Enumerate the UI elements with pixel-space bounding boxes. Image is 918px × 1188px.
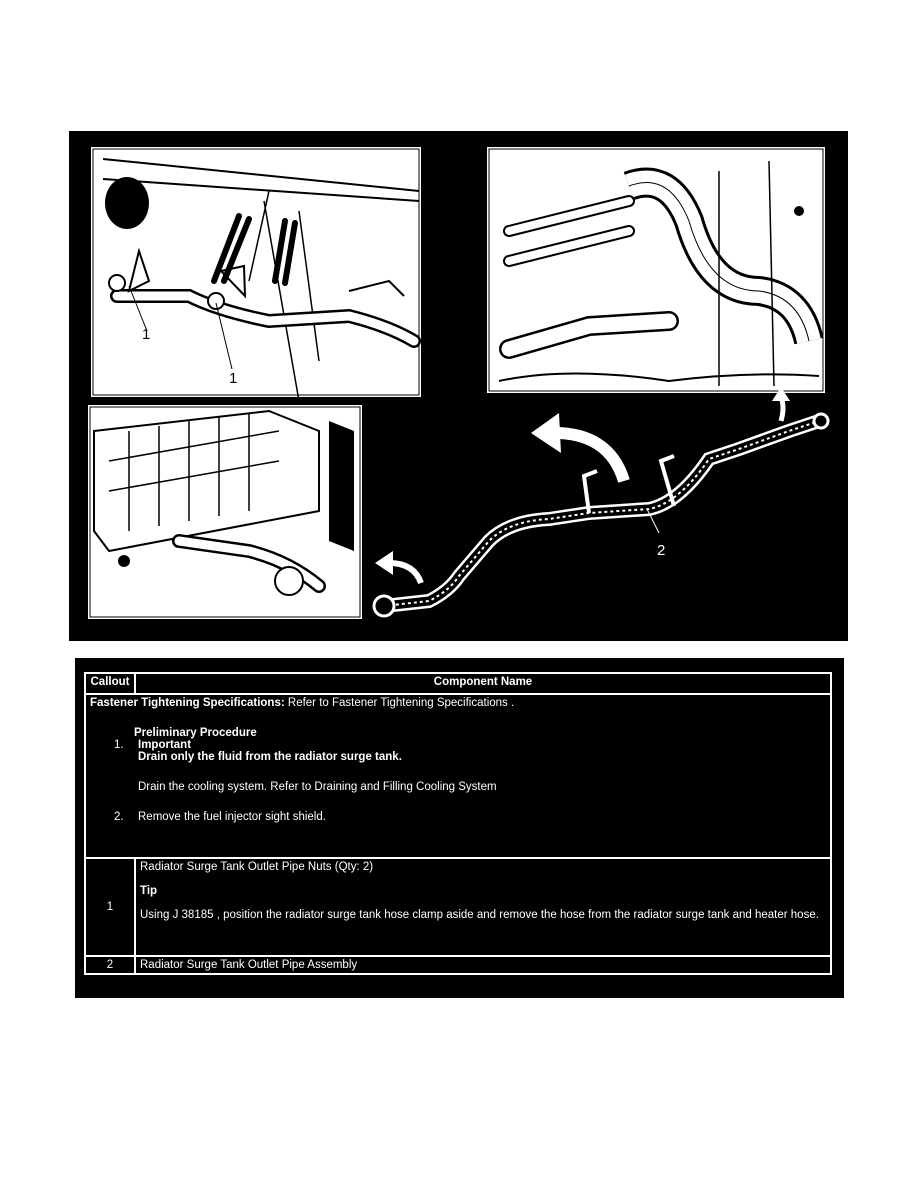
fastener-text: Refer to Fastener Tightening Specificati… (287, 697, 515, 709)
procedure-cell: Fastener Tightening Specifications: Refe… (84, 693, 832, 859)
step1-text: Drain the cooling system. Refer to Drain… (138, 781, 497, 793)
illustration-svg: 1 1 (86, 145, 830, 621)
inset-outlet-pipe-nuts: 1 1 (89, 145, 423, 402)
inset-surge-tank (86, 403, 364, 621)
step1-important: Important (138, 739, 192, 751)
table-header-row: Callout Component Name (84, 672, 832, 695)
direction-arrows (375, 387, 790, 585)
row1-tip-text: Using J 38185 , position the radiator su… (140, 909, 819, 921)
callout-2: 2 (657, 542, 665, 559)
row2-callout: 2 (84, 955, 136, 975)
outlet-pipe-assembly: 2 (372, 412, 830, 618)
row1-cell: Radiator Surge Tank Outlet Pipe Nuts (Qt… (134, 857, 832, 957)
row1-callout: 1 (84, 857, 136, 957)
step1-number: 1. (114, 739, 124, 751)
preliminary-title: Preliminary Procedure (134, 727, 257, 739)
callout-1b: 1 (229, 370, 237, 387)
table-row-procedure: Fastener Tightening Specifications: Refe… (84, 693, 832, 859)
row1-name: Radiator Surge Tank Outlet Pipe Nuts (Qt… (140, 861, 374, 873)
step2-number: 2. (114, 811, 124, 823)
header-callout: Callout (84, 672, 136, 695)
step1-warning: Drain only the fluid from the radiator s… (138, 751, 402, 763)
table-row: 2 Radiator Surge Tank Outlet Pipe Assemb… (84, 955, 832, 975)
header-component-name: Component Name (134, 672, 832, 695)
component-table-panel: Callout Component Name Fastener Tighteni… (75, 658, 844, 998)
row1-tip-label: Tip (140, 885, 158, 897)
table-row: 1 Radiator Surge Tank Outlet Pipe Nuts (… (84, 857, 832, 957)
inset-hose-connection (485, 145, 827, 395)
callout-1a: 1 (142, 326, 150, 343)
step2-text: Remove the fuel injector sight shield. (138, 811, 326, 823)
fastener-label: Fastener Tightening Specifications: (90, 697, 285, 709)
procedure-illustration: 1 1 (69, 131, 848, 641)
component-table: Callout Component Name Fastener Tighteni… (84, 672, 832, 975)
row2-name: Radiator Surge Tank Outlet Pipe Assembly (134, 955, 832, 975)
